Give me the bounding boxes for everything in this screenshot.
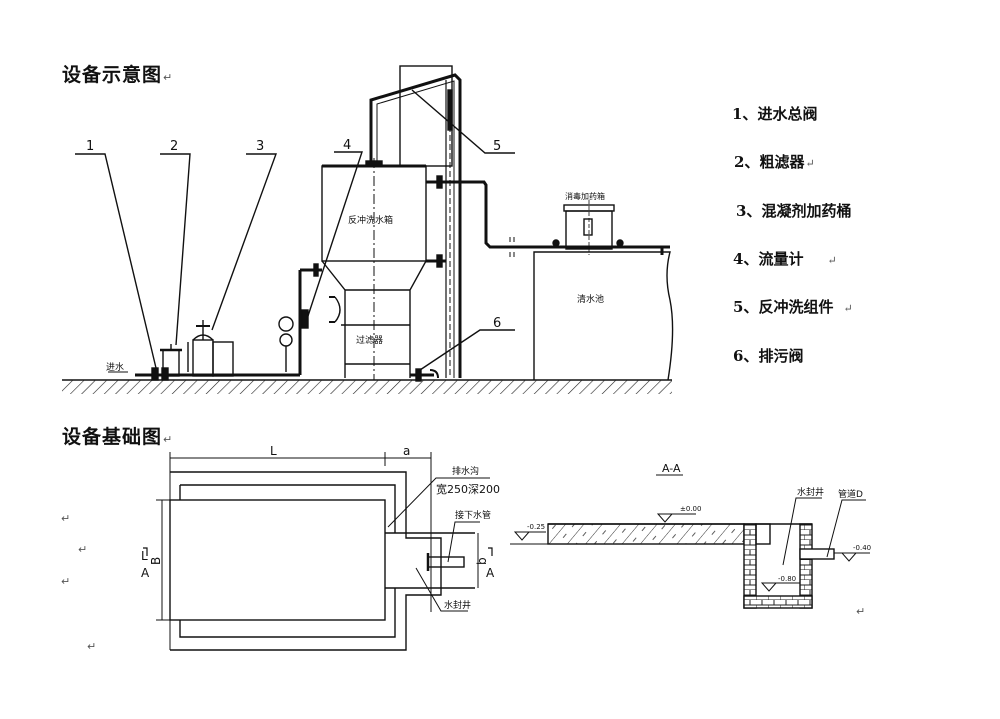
schematic-title: 设备示意图↵ — [62, 60, 173, 87]
filter-label: 过滤器 — [356, 334, 383, 346]
return-mark: ↵ — [87, 640, 97, 653]
drain-valve — [410, 368, 439, 382]
inlet-pipe — [108, 367, 300, 381]
legend-label: 反冲洗组件 — [758, 298, 834, 316]
return-mark: ↵ — [61, 512, 71, 525]
pipe-label: 接下水管 — [455, 509, 491, 521]
legend-item: 6、排污阀 — [733, 345, 804, 366]
section-sump-label: 水封井 — [797, 486, 824, 498]
legend-item: 5、反冲洗组件 ↵ — [733, 296, 853, 317]
dim-b: b — [475, 557, 489, 565]
dim-L: L — [270, 444, 277, 458]
section-mark-right: A — [486, 566, 495, 580]
callout-number: 1 — [86, 139, 94, 154]
legend-label: 混凝剂加药桶 — [761, 202, 852, 220]
section-mark-left-top: L — [141, 549, 148, 563]
legend-num: 2、 — [734, 153, 760, 171]
return-mark: ↵ — [163, 71, 174, 84]
dim-a: a — [403, 444, 410, 458]
legend-num: 5、 — [733, 298, 759, 316]
return-mark: ↵ — [856, 605, 866, 618]
legend-item: 2、粗滤器↵ — [734, 151, 815, 172]
foundation-title-text: 设备基础图 — [62, 426, 163, 448]
return-mark: ↵ — [827, 254, 837, 267]
callout-number: 6 — [493, 316, 501, 331]
backwash-tank-label: 反冲洗水箱 — [348, 214, 393, 226]
callout-5 — [411, 89, 515, 154]
callout-number: 2 — [170, 139, 178, 154]
return-mark: ↵ — [805, 157, 815, 170]
foundation-title: 设备基础图↵ — [62, 422, 173, 449]
callout-3 — [211, 153, 277, 331]
legend-label: 流量计 — [758, 250, 804, 268]
legend-item: 4、流量计 ↵ — [733, 248, 837, 269]
legend-item: 3、混凝剂加药桶 — [736, 200, 852, 221]
ground — [62, 379, 672, 394]
return-mark: ↵ — [78, 543, 88, 556]
outlet-pipe — [426, 175, 670, 268]
callout-6 — [419, 329, 515, 371]
inlet-label: 进水 — [106, 361, 124, 373]
return-mark: ↵ — [61, 575, 71, 588]
legend-label: 排污阀 — [758, 347, 804, 365]
return-mark: ↵ — [163, 433, 174, 446]
legend-num: 4、 — [733, 250, 759, 268]
level-pipe: -0.40 — [853, 544, 871, 552]
level-ground: ±0.00 — [680, 505, 701, 513]
dim-B: B — [149, 557, 163, 565]
legend-item: 1、进水总阀 — [732, 103, 818, 124]
section-pipe-label: 管道D — [838, 488, 863, 500]
section-a-a — [510, 474, 870, 609]
disinfectant-dosing-box — [563, 200, 615, 255]
level-bottom: -0.80 — [778, 575, 796, 583]
dosing-box-label: 消毒加药箱 — [565, 191, 605, 201]
legend-num: 3、 — [736, 202, 762, 220]
filter-vessel — [329, 296, 410, 365]
callout-number: 4 — [343, 138, 351, 153]
callout-number: 3 — [256, 139, 264, 154]
section-title: A-A — [662, 462, 681, 475]
flowmeter — [278, 263, 322, 375]
callout-number: 5 — [493, 139, 501, 154]
sump-label: 水封井 — [444, 599, 471, 611]
return-mark: ↵ — [843, 302, 853, 315]
foundation-plan — [143, 452, 493, 651]
callout-1 — [75, 153, 157, 369]
coarse-filter — [160, 344, 182, 377]
level-left: -0.25 — [527, 523, 545, 531]
clear-water-pool-label: 清水池 — [577, 293, 604, 305]
legend-num: 6、 — [733, 347, 759, 365]
legend-label: 进水总阀 — [757, 105, 818, 123]
schematic-title-text: 设备示意图 — [62, 64, 163, 86]
backwash-water-tank — [321, 158, 427, 380]
clear-water-pool — [533, 251, 674, 381]
backwash-assembly — [369, 65, 462, 378]
legend-label: 粗滤器 — [759, 153, 805, 171]
section-mark-left-bottom: A — [141, 566, 150, 580]
legend-num: 1、 — [732, 105, 758, 123]
callout-2 — [160, 153, 191, 346]
drain-trench-label: 排水沟 — [452, 465, 479, 477]
drain-trench-size: 宽250深200 — [436, 482, 500, 496]
coagulant-dosing-tank — [187, 320, 234, 377]
